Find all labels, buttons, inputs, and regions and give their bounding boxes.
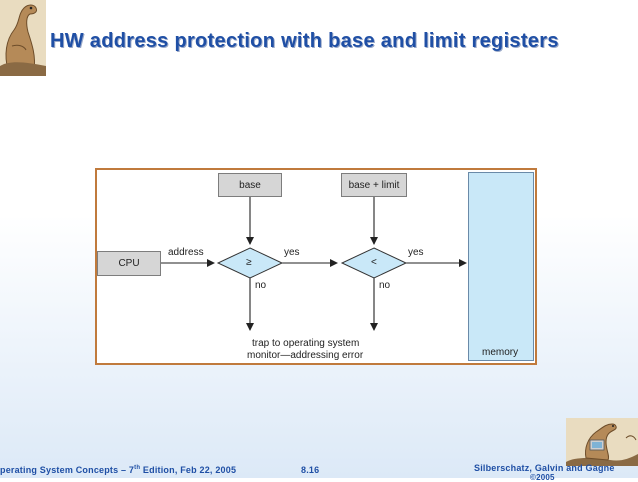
yes-label-1: yes bbox=[284, 247, 300, 258]
compare-lt-diamond bbox=[340, 247, 408, 279]
trap-text-line-1: trap to operating system bbox=[252, 338, 360, 349]
compare-lt-symbol: < bbox=[371, 257, 377, 268]
footer-page-number: 8.16 bbox=[301, 465, 320, 475]
base-register-box: base bbox=[218, 173, 282, 197]
yes-label-2: yes bbox=[408, 247, 424, 258]
no-label-1: no bbox=[255, 280, 267, 291]
base-register-label: base bbox=[239, 179, 261, 191]
footer-authors: Silberschatz, Galvin and Gagne bbox=[474, 463, 615, 473]
footer-course-text: perating System Concepts – 7th Edition, … bbox=[0, 465, 236, 475]
cpu-box: CPU bbox=[97, 251, 161, 276]
memory-label: memory bbox=[482, 347, 519, 358]
trap-text-line-2: monitor—addressing error bbox=[247, 350, 364, 361]
cpu-label: CPU bbox=[118, 258, 140, 269]
base-plus-limit-register-label: base + limit bbox=[348, 179, 400, 191]
footer-edition-sup: th bbox=[134, 465, 141, 471]
base-plus-limit-register-box: base + limit bbox=[341, 173, 407, 197]
footer-edition-date: Edition, Feb 22, 2005 bbox=[140, 465, 237, 475]
address-label: address bbox=[168, 247, 204, 258]
memory-box bbox=[468, 172, 534, 361]
slide-title: HW address protection with base and limi… bbox=[50, 30, 559, 52]
dinosaur-computer-logo-icon bbox=[566, 418, 638, 466]
compare-ge-symbol: ≥ bbox=[246, 257, 252, 268]
compare-ge-diamond bbox=[216, 247, 284, 279]
footer-course-title: perating System Concepts – 7 bbox=[0, 465, 135, 475]
no-label-2: no bbox=[379, 280, 391, 291]
dinosaur-logo-icon bbox=[0, 0, 46, 76]
